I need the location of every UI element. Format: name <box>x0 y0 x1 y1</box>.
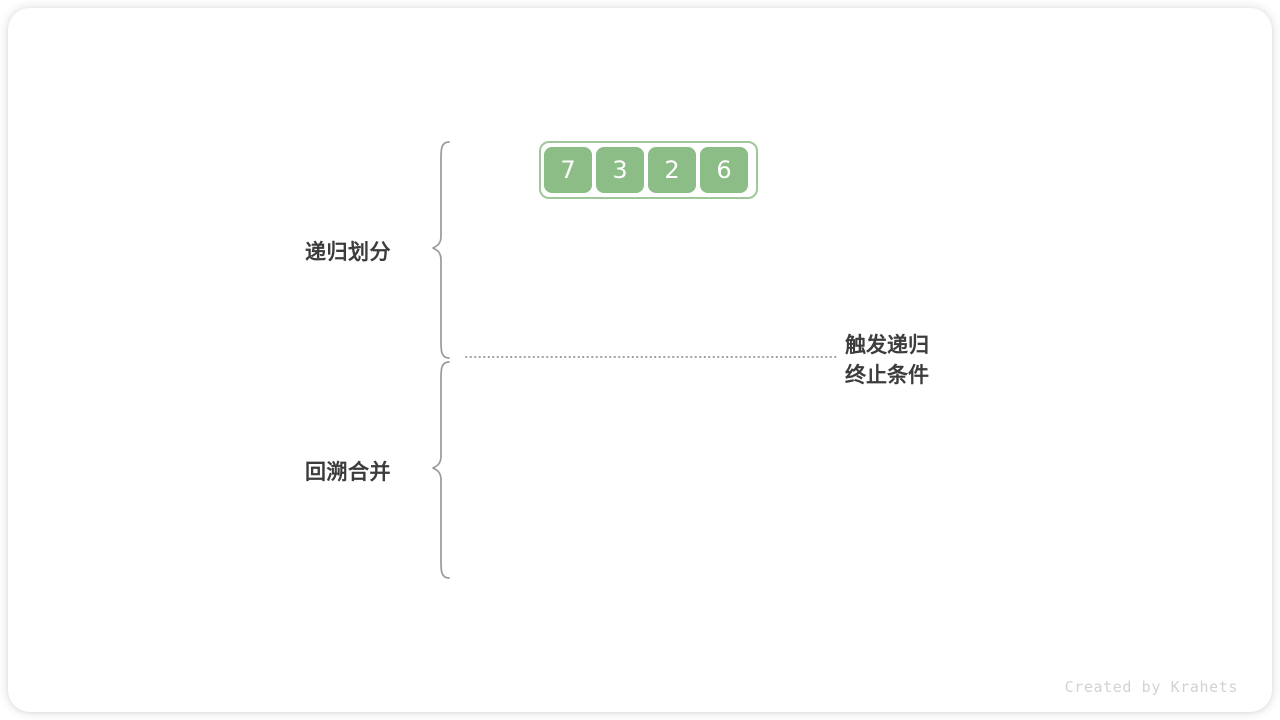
array-cell[interactable]: 6 <box>700 147 748 193</box>
divide-phase-label: 递归划分 <box>305 240 391 264</box>
watermark: Created by Krahets <box>1064 678 1238 696</box>
array-cell[interactable]: 3 <box>596 147 644 193</box>
base-case-note: 触发递归 终止条件 <box>845 330 929 390</box>
slide-card <box>8 8 1272 712</box>
array-cell[interactable]: 2 <box>648 147 696 193</box>
input-array: 7 3 2 6 <box>539 141 758 199</box>
base-case-note-line-1: 触发递归 <box>845 333 929 357</box>
array-cell[interactable]: 7 <box>544 147 592 193</box>
base-case-note-line-2: 终止条件 <box>845 363 929 387</box>
merge-phase-label: 回溯合并 <box>305 460 391 484</box>
